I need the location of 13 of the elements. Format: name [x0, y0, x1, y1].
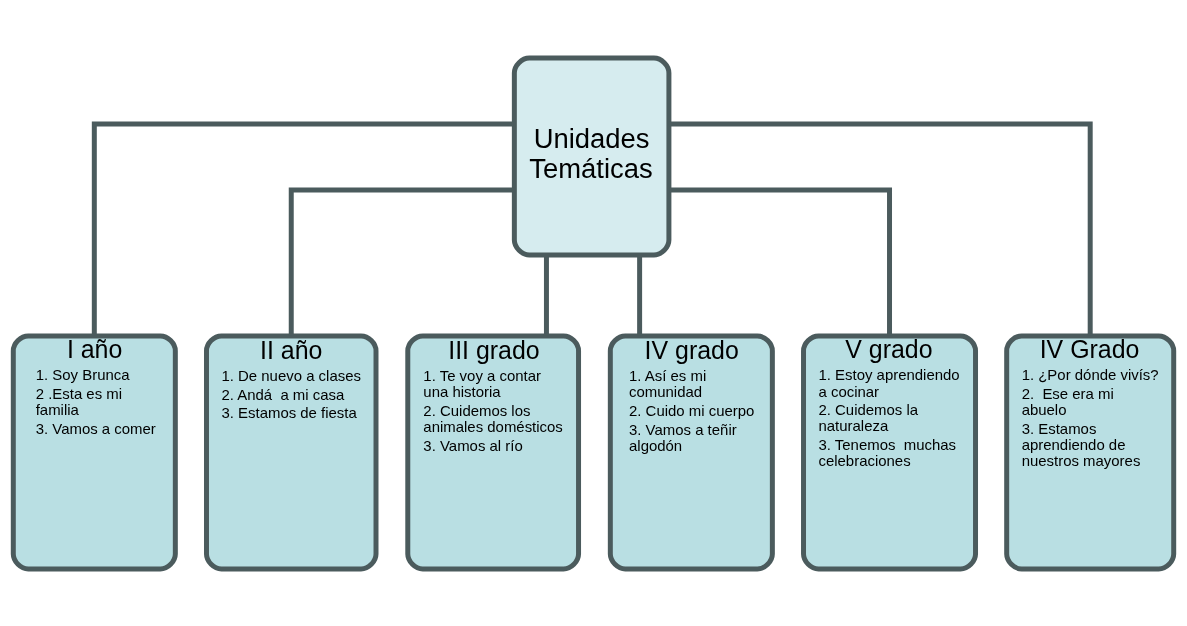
- connector: [543, 254, 549, 336]
- node-box: IV grado 1. Así es mi comunidad 2. Cuido mi cuerpo 3. Vamos a teñir algodón: [607, 332, 775, 571]
- node-box: I año 1. Soy Brunca 2 .Esta es mi familia 3. Vamos a comer: [10, 332, 178, 571]
- connector: [91, 121, 514, 336]
- connector: [288, 187, 515, 336]
- connector: [669, 121, 1093, 336]
- node-box: II año 1. De nuevo a clases 2. Andá a mi casa 3. Estamos de fiesta: [204, 332, 379, 571]
- node-box: V grado 1. Estoy aprendiendo a cocinar 2. Cuidemos la naturaleza 3. Tenemos muchas celebraciones: [801, 332, 979, 571]
- connector: [669, 187, 892, 336]
- connector: [637, 254, 643, 336]
- node-box: III grado 1. Te voy a contar una historia 2. Cuidemos los animales domésticos 3. Vamos al río: [405, 332, 582, 571]
- node-box: Unidades Temáticas: [511, 55, 672, 257]
- node-box: IV Grado 1. ¿Por dónde vivís? 2. Ese era mi abuelo 3. Estamos aprendiendo de nuestros mayores: [1004, 332, 1177, 571]
